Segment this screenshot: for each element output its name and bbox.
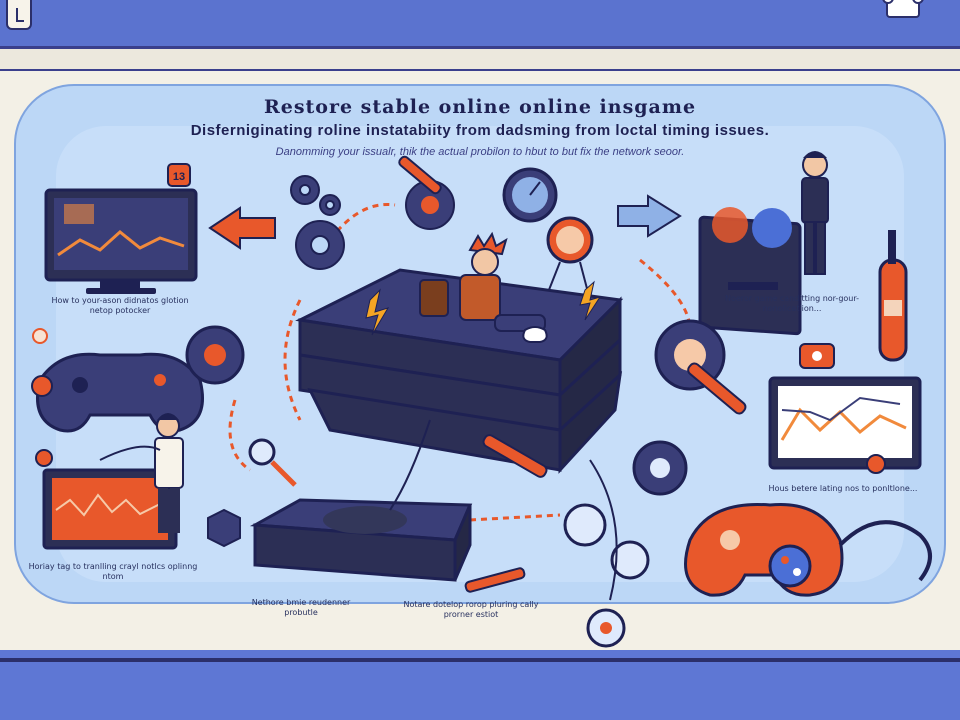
- page-subtitle: Disferniginating roline instatabiity fro…: [190, 122, 770, 139]
- monitor-icon: [44, 188, 198, 294]
- cable-lines: [99, 419, 618, 601]
- gear-wrench-icon: [398, 155, 455, 230]
- left-arrow-icon: [208, 206, 276, 250]
- page-title: Restore stable online online insgame: [263, 96, 697, 118]
- timer-badge: 13: [167, 163, 191, 187]
- status-dot-icon: [31, 328, 53, 467]
- caption-bottom-center: Notare dotelop rorop pluring cally prorn…: [403, 600, 539, 619]
- disc-icon: [586, 440, 688, 648]
- console-bottom: [249, 498, 473, 582]
- gear-icon: [290, 175, 345, 270]
- monitor-chart-icon: [768, 343, 922, 474]
- gamepad-icon-right: [684, 502, 932, 597]
- engineer-figure: [154, 413, 184, 533]
- monitor-icon-right: [698, 207, 802, 336]
- screwdriver-icon: [878, 230, 908, 362]
- gamepad-icon: [36, 352, 204, 433]
- magnifier-icon: [248, 438, 297, 487]
- caption-bottom-center-left: Nethore bmie reudenner probutle: [251, 598, 351, 617]
- stopwatch-icon: [502, 167, 558, 223]
- window-handle-icon[interactable]: [6, 0, 32, 30]
- plug-tool-icon: [464, 434, 607, 593]
- hexagon-icon: [207, 508, 241, 548]
- bottom-strip: [0, 650, 960, 720]
- window-corner-icon[interactable]: [882, 0, 924, 18]
- technician-figure: [801, 151, 829, 275]
- page-tagline: Danomming your issualr, thik the actual …: [275, 146, 685, 158]
- gauge-icon: [544, 216, 594, 301]
- caption-top-left: How to your-ason didnatos glotion netop …: [51, 296, 189, 315]
- gear-wrench-icon-right: [654, 319, 747, 415]
- character-figure: [419, 231, 548, 343]
- gear-icon-left: [185, 325, 245, 385]
- right-arrow-icon: [617, 194, 682, 238]
- caption-top-right: Noeror game canditting nor-gour-nonolica…: [724, 294, 860, 313]
- caption-mid-right: Hous betere lating nos to ponltlone...: [768, 484, 918, 493]
- caption-bottom-left: Horiay tag to tranlling crayl notlcs opl…: [28, 562, 198, 581]
- title-bar: [0, 49, 960, 71]
- timer-badge-text: 13: [173, 171, 185, 183]
